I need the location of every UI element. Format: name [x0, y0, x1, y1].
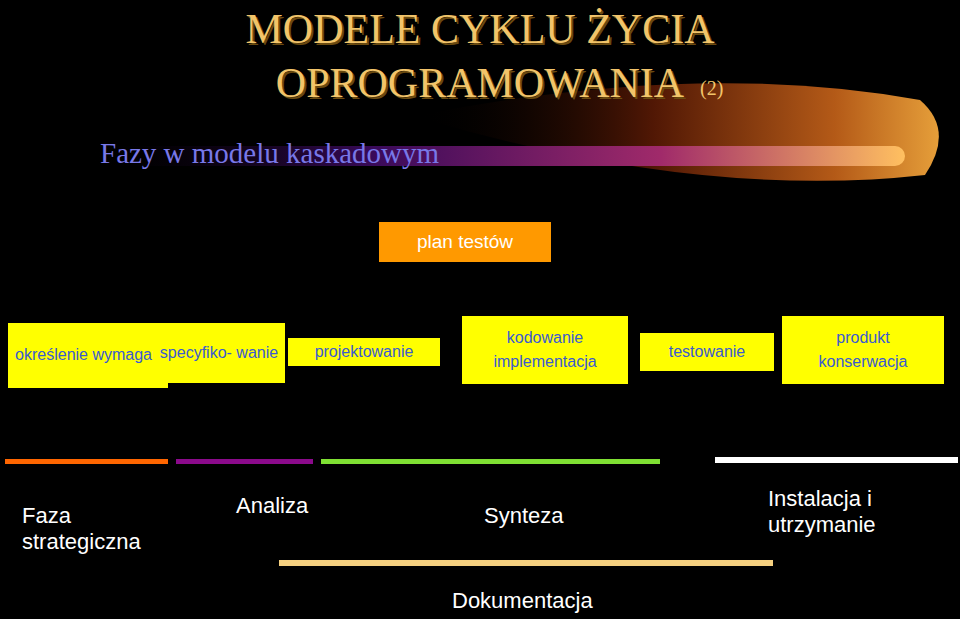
phase-name: Analiza	[236, 493, 308, 519]
documentation-bar	[279, 560, 773, 566]
slide-number: (2)	[700, 76, 723, 100]
subtitle: Fazy w modelu kaskadowym	[100, 136, 439, 171]
phase-line	[715, 457, 958, 463]
phase-line	[5, 459, 168, 464]
phase-box: projektowanie	[288, 338, 440, 366]
box-text: produkt	[836, 329, 889, 347]
phase-line	[321, 459, 660, 464]
box-text: implementacja	[493, 353, 596, 371]
slide-title: MODELE CYKLU ŻYCIA OPROGRAMOWANIA	[170, 2, 790, 110]
box-text: testowanie	[669, 343, 746, 361]
box-text: plan testów	[417, 231, 513, 253]
phase-box: kodowanie implementacja	[462, 316, 628, 384]
box-text: określenie wymagań	[15, 346, 161, 364]
documentation-label: Dokumentacja	[452, 588, 593, 614]
box-text: konserwacja	[819, 353, 908, 371]
phase-box: określenie wymagań	[8, 323, 168, 388]
box-text: specyfiko- wanie	[160, 344, 278, 362]
phase-box: produkt konserwacja	[782, 316, 944, 384]
phase-line	[176, 459, 313, 464]
box-text: projektowanie	[315, 343, 414, 361]
phase-name: Instalacja i utrzymanie	[768, 486, 948, 539]
box-text: kodowanie	[507, 329, 584, 347]
phase-box: testowanie	[640, 333, 774, 371]
phase-name: Faza strategiczna	[22, 503, 172, 556]
phase-name: Synteza	[484, 503, 564, 529]
phase-box: specyfiko- wanie	[153, 323, 285, 383]
test-plan-box: plan testów	[379, 222, 551, 262]
